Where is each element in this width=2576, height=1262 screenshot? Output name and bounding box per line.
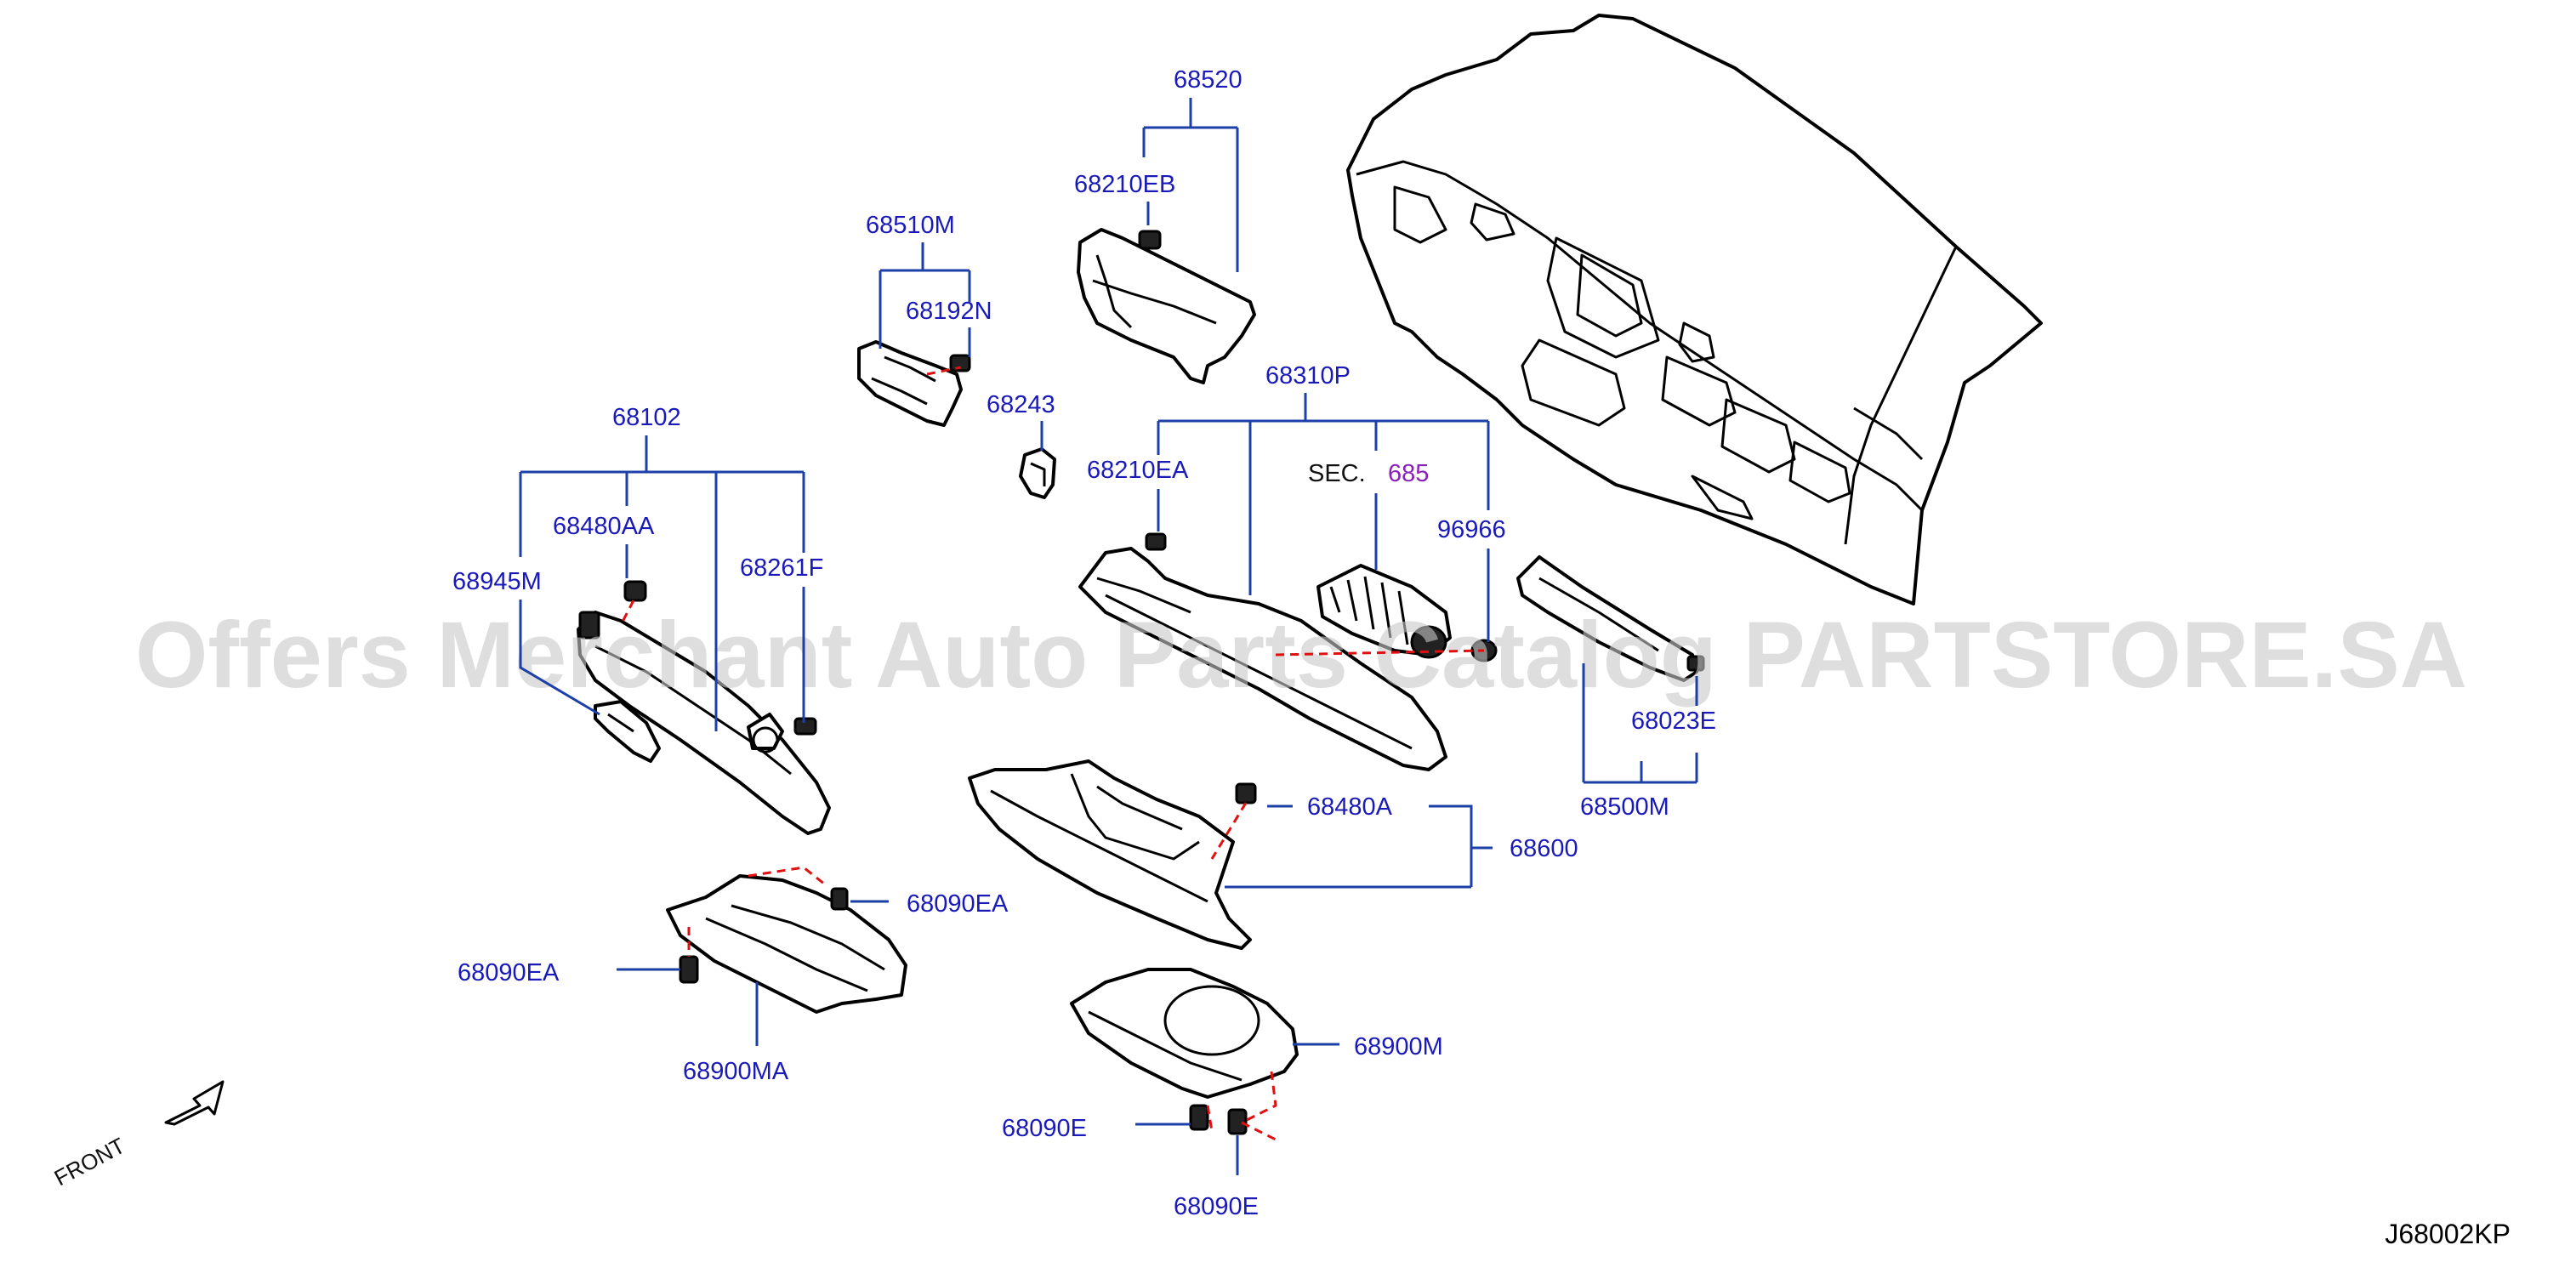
glove-box-68600-drawing <box>968 759 1257 950</box>
diagram-code: J68002KP <box>2385 1219 2511 1249</box>
label-68310p[interactable]: 68310P <box>1265 362 1351 389</box>
label-68090e-left[interactable]: 68090E <box>1002 1115 1087 1142</box>
sec-prefix: SEC. <box>1308 460 1366 487</box>
label-68192n[interactable]: 68192N <box>906 298 992 325</box>
sec-685-link[interactable]: 685 <box>1388 460 1429 487</box>
front-label: FRONT <box>50 1133 129 1191</box>
label-68520[interactable]: 68520 <box>1174 66 1243 94</box>
label-68023e[interactable]: 68023E <box>1631 708 1716 735</box>
label-68945m[interactable]: 68945M <box>452 568 542 595</box>
label-68480a[interactable]: 68480A <box>1307 793 1393 821</box>
label-68210eb[interactable]: 68210EB <box>1074 171 1175 198</box>
label-68102[interactable]: 68102 <box>612 404 681 431</box>
label-68261f[interactable]: 68261F <box>740 554 823 582</box>
cover-68900m-drawing <box>1070 968 1299 1135</box>
cover-68900ma-drawing <box>666 874 907 1014</box>
instrument-panel-drawing <box>1346 14 2043 605</box>
cluster-panel-68310p-drawing <box>1078 532 1447 771</box>
label-68243[interactable]: 68243 <box>987 391 1055 418</box>
label-68090ea-right[interactable]: 68090EA <box>907 890 1009 918</box>
bracket-68243-drawing <box>1019 447 1056 499</box>
part-labels: 68520 68210EB 68510M 68192N 68243 68310P… <box>452 66 1716 1220</box>
finisher-68500m-drawing <box>1516 555 1705 682</box>
label-68900m[interactable]: 68900M <box>1354 1033 1443 1060</box>
front-arrow-icon <box>164 1080 225 1126</box>
label-68500m[interactable]: 68500M <box>1580 793 1669 821</box>
lower-cover-68102-drawing <box>577 580 831 835</box>
cluster-lid-drawing <box>1077 228 1256 384</box>
label-96966[interactable]: 96966 <box>1437 516 1506 543</box>
label-68090e-bottom[interactable]: 68090E <box>1174 1193 1259 1220</box>
clip-plate-68945m-drawing <box>594 700 661 763</box>
label-68090ea-left[interactable]: 68090EA <box>458 959 560 986</box>
label-68510m[interactable]: 68510M <box>866 212 955 239</box>
center-vent-drawing <box>1316 564 1498 662</box>
label-68900ma[interactable]: 68900MA <box>683 1058 789 1085</box>
label-68600[interactable]: 68600 <box>1510 835 1578 862</box>
leader-lines <box>519 98 1698 1175</box>
front-indicator: FRONT <box>50 1080 225 1191</box>
label-68210ea[interactable]: 68210EA <box>1087 457 1189 484</box>
watermark: Offers Merchant Auto Parts Catalog PARTS… <box>135 603 2467 708</box>
label-68480aa[interactable]: 68480AA <box>553 513 655 540</box>
dashed-connectors <box>619 366 1485 1141</box>
finisher-68510m-drawing <box>857 340 971 427</box>
